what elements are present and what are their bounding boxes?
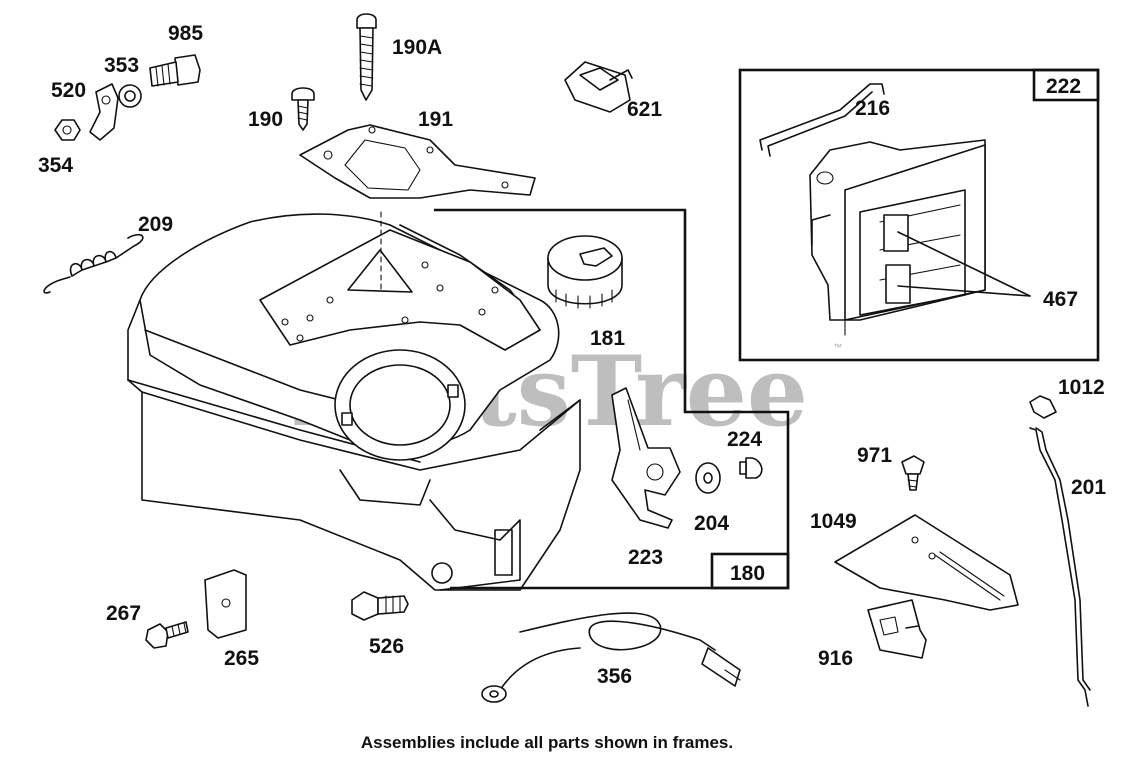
label-216: 216: [855, 97, 890, 120]
label-356: 356: [597, 665, 632, 688]
label-526: 526: [369, 635, 404, 658]
fuel-cap-181: [547, 235, 623, 309]
watermark-trademark: ™: [833, 342, 842, 352]
bolt-971: [901, 455, 925, 491]
label-1012: 1012: [1058, 376, 1105, 399]
control-bracket: [809, 139, 986, 336]
label-191: 191: [418, 108, 453, 131]
spring-209: [43, 233, 144, 294]
label-222: 222: [1046, 75, 1081, 98]
label-520: 520: [51, 79, 86, 102]
frame-222-label-box: [1032, 68, 1100, 102]
label-1049: 1049: [810, 510, 857, 533]
bolt-267: [145, 621, 189, 649]
label-209: 209: [138, 213, 173, 236]
fuel-tank: [127, 213, 581, 591]
assembly-frame-222: [738, 68, 1100, 362]
bracket-520: [89, 83, 119, 141]
label-353: 353: [104, 54, 139, 77]
label-204: 204: [694, 512, 729, 535]
label-354: 354: [38, 154, 73, 177]
gasket-191: [299, 124, 536, 199]
lever-223: [611, 387, 681, 529]
label-467: 467: [1043, 288, 1078, 311]
leader-467: [897, 231, 1031, 297]
bolt-526: [351, 591, 409, 621]
label-267: 267: [106, 602, 141, 625]
plate-1049: [834, 514, 1019, 611]
screw-190a: [356, 13, 377, 101]
label-223: 223: [628, 546, 663, 569]
washer-204: [695, 462, 721, 494]
label-201: 201: [1071, 476, 1106, 499]
label-621: 621: [627, 98, 662, 121]
wire-harness-356: [481, 612, 741, 703]
nut-354: [54, 119, 81, 141]
rod-201: [1029, 427, 1091, 707]
fitting-985: [149, 54, 201, 87]
label-180: 180: [730, 562, 765, 585]
screw-190: [291, 87, 315, 131]
fastener-1012: [1029, 395, 1057, 419]
bracket-265: [204, 569, 247, 639]
bolt-224: [739, 457, 763, 479]
caption: Assemblies include all parts shown in fr…: [361, 733, 733, 752]
lock-washer-353: [118, 84, 142, 108]
label-190a: 190A: [392, 36, 442, 59]
label-971: 971: [857, 444, 892, 467]
label-265: 265: [224, 647, 259, 670]
link-216: [759, 83, 885, 157]
clip-621: [564, 61, 633, 113]
label-181: 181: [590, 327, 625, 350]
label-985: 985: [168, 22, 203, 45]
frame-180-label-box: [710, 552, 790, 590]
label-916: 916: [818, 647, 853, 670]
label-190: 190: [248, 108, 283, 131]
switch-916: [867, 599, 927, 659]
label-224: 224: [727, 428, 762, 451]
